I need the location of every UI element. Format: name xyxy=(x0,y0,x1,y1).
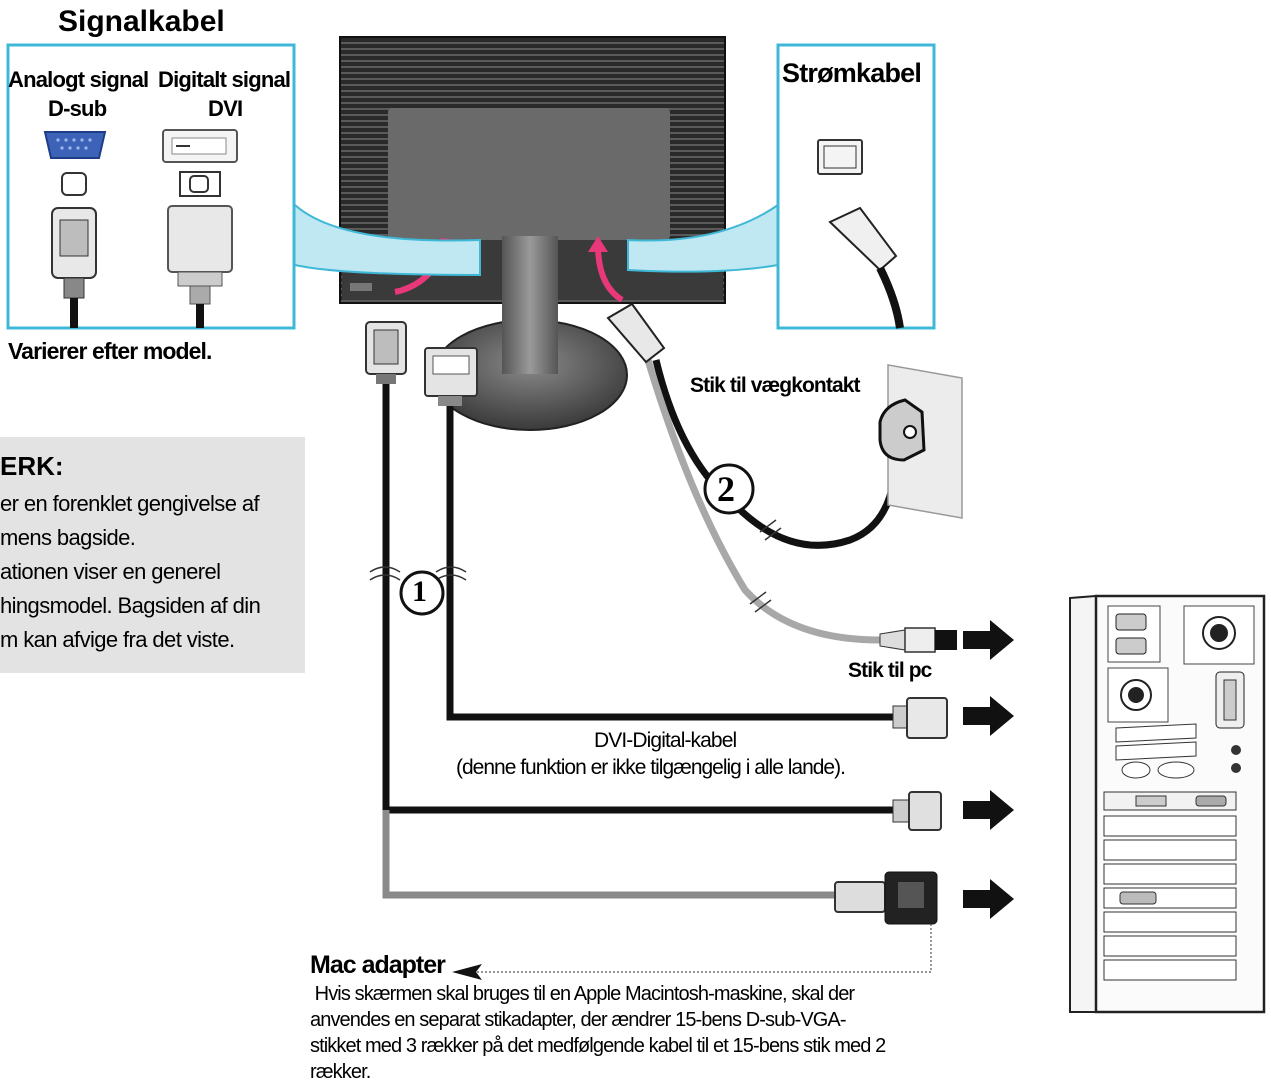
mac-adapter-title: Mac adapter xyxy=(310,951,446,979)
wall-outlet-icon xyxy=(878,364,963,519)
pink-arrowhead xyxy=(588,236,608,252)
power-panel-frame xyxy=(627,43,936,330)
mac-adapter-line: rækker. xyxy=(310,1061,371,1083)
power-cable-plug-icon xyxy=(606,302,666,364)
step-markers xyxy=(399,463,755,616)
wall-plug-label: Stik til vægkontakt xyxy=(690,374,861,397)
dsub-port-icon xyxy=(43,131,107,196)
dvi-cable-label: DVI-Digital-kabel xyxy=(594,729,737,752)
mac-adapter-line: anvendes en separat stikadapter, der ænd… xyxy=(310,1009,847,1031)
dsub-cable-plug-icon xyxy=(365,321,407,384)
analog-signal-label: Analogt signal xyxy=(8,67,149,92)
pc-plug-label: Stik til pc xyxy=(848,659,932,682)
variant-note: Varierer efter model. xyxy=(8,338,212,364)
note-line: mens bagside. xyxy=(0,525,136,550)
dvi-port-icon xyxy=(162,129,238,197)
power-panel-title: Strømkabel xyxy=(782,58,922,88)
signal-panel-title: Signalkabel xyxy=(58,5,225,38)
monitor-stand xyxy=(432,236,628,431)
power-plug-icon xyxy=(828,206,904,329)
note-line: m kan afvige fra det viste. xyxy=(0,627,235,652)
cable-break-marks xyxy=(369,519,782,613)
pointer-arrowhead xyxy=(452,964,482,980)
note-title: ERK: xyxy=(0,451,64,481)
cables xyxy=(382,358,899,899)
signal-panel-frame xyxy=(6,43,481,330)
arrow-right-icon xyxy=(963,620,1014,919)
mac-adapter-line: Hvis skærmen skal bruges til en Apple Ma… xyxy=(310,983,855,1005)
step-1-label: 1 xyxy=(412,575,427,608)
pc-tower-icon xyxy=(1069,594,1266,1014)
mac-adapter-pointer xyxy=(462,924,932,973)
dvi-pc-plug-icon xyxy=(892,697,948,739)
note-line: hingsmodel. Bagsiden af din xyxy=(0,593,261,618)
dvi-plug-icon xyxy=(167,205,233,328)
digital-type-label: DVI xyxy=(208,96,243,121)
step-2-label: 2 xyxy=(717,469,735,509)
note-line: er en forenklet gengivelse af xyxy=(0,491,260,516)
mac-adapter-line: stikket med 3 rækker på det medfølgende … xyxy=(310,1035,886,1057)
power-pc-plug-icon xyxy=(879,627,957,653)
note-line: ationen viser en generel xyxy=(0,559,221,584)
digital-signal-label: Digitalt signal xyxy=(158,67,291,92)
dvi-cable-plug-icon xyxy=(424,347,478,406)
note-box: ERK: er en forenklet gengivelse af mens … xyxy=(0,437,305,673)
dvi-cable-note: (denne funktion er ikke tilgængelig i al… xyxy=(456,756,846,779)
dsub-pc-plug-icon xyxy=(892,791,942,831)
dsub-plug-icon xyxy=(51,207,97,328)
power-socket-icon xyxy=(817,139,863,175)
analog-type-label: D-sub xyxy=(48,96,107,121)
mac-adapter-icon xyxy=(834,871,938,925)
